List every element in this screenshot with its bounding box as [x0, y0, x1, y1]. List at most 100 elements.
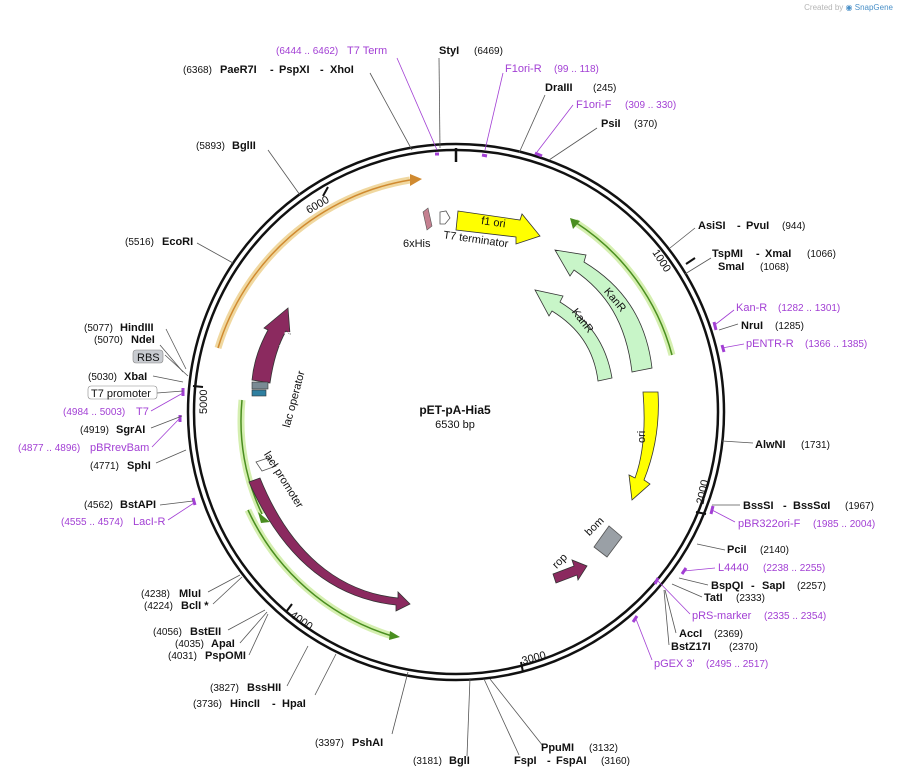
leader-psii [548, 127, 598, 161]
rbs-box [132, 349, 164, 364]
pspomi-pos: (4031) [168, 651, 197, 662]
sphi-pos: (4771) [90, 461, 119, 472]
t7-promoter-box [87, 385, 158, 400]
fspai-name: FspAI [556, 755, 587, 767]
nrui-name: NruI [741, 320, 763, 332]
leader-bglii [267, 149, 301, 196]
orf-green-top-arrowhead [570, 218, 580, 229]
leader-bspqi [678, 577, 709, 586]
laci-r-mark [191, 497, 197, 506]
lac-operator-feature[interactable] [251, 381, 269, 390]
leader-acci [664, 589, 677, 634]
t7-terminator-feature[interactable] [439, 210, 451, 225]
leader-hindiii [165, 328, 187, 370]
ori-label: ori [636, 431, 648, 443]
orf-orange-arc [217, 179, 411, 349]
tick-6000 [322, 186, 329, 197]
pcii-pos: (2140) [760, 545, 789, 556]
ori-feature[interactable] [628, 391, 659, 501]
lac-operator-label: lac operator [281, 369, 308, 429]
l4440-pos: (2238 .. 2255) [763, 563, 825, 574]
leader-pentr [721, 343, 745, 349]
pentr-name: pENTR-R [746, 338, 794, 350]
leader-bsshii [286, 645, 309, 687]
leader-styi [438, 57, 441, 149]
t7-pos: (4984 .. 5003) [63, 407, 125, 418]
tspmi-name: TspMI [712, 248, 743, 260]
smai-name: SmaI [718, 261, 744, 273]
pgex-pos: (2495 .. 2517) [706, 659, 768, 670]
xbai-pos: (5030) [88, 372, 117, 383]
leader-xhoi [369, 72, 413, 151]
leader-t7 [150, 392, 184, 412]
leader-draiii [518, 94, 546, 154]
sgrai-pos: (4919) [80, 425, 109, 436]
psii-pos: (370) [634, 119, 657, 130]
leader-bstapi [159, 500, 194, 506]
draiii-name: DraIII [545, 82, 573, 94]
ppumi-name: PpuMI [541, 742, 574, 754]
laci-promoter-feature[interactable] [255, 457, 277, 472]
leader-pspomi [248, 613, 269, 656]
tati-name: TatI [704, 592, 723, 604]
tati-pos: (2333) [736, 593, 765, 604]
leader-bcli [212, 576, 243, 605]
snapgene-credit: Created by ◉ SnapGene [804, 3, 893, 12]
acci-pos: (2369) [714, 629, 743, 640]
tick-label-2000: 2000 [695, 479, 712, 505]
pshai-pos: (3397) [315, 738, 344, 749]
leader-hincii [314, 653, 337, 696]
rop-feature[interactable] [552, 559, 588, 584]
ndei-pos: (5070) [94, 335, 123, 346]
mlui-name: MluI [179, 588, 201, 600]
pbrrevbam-name: pBRrevBam [90, 442, 149, 454]
bom-feature[interactable] [593, 525, 623, 558]
bsteii-pos: (4056) [153, 627, 182, 638]
bsteii-name: BstEII [190, 626, 221, 638]
xbai-name: XbaI [124, 371, 147, 383]
bstapi-name: BstAPI [120, 499, 156, 511]
protein-a-feature[interactable] [251, 307, 291, 384]
f1orif-pos: (309 .. 330) [625, 100, 676, 111]
bsshii-name: BssHII [247, 682, 281, 694]
f1-ori-label: f1 ori [480, 215, 506, 230]
leader-l4440 [683, 567, 716, 572]
t7-promoter-feature[interactable] [251, 389, 267, 397]
kanr-feature-2[interactable] [534, 289, 613, 382]
hpai-name: HpaI [282, 698, 306, 710]
xmai-name: XmaI [765, 248, 791, 260]
prs-mark [653, 577, 660, 585]
asisi-pos: (944) [782, 221, 805, 232]
nrui-pos: (1285) [775, 321, 804, 332]
pentr-mark [720, 344, 726, 353]
f1-ori-feature[interactable] [455, 210, 541, 245]
sgrai-name: SgrAI [116, 424, 145, 436]
fspi-name: FspI [514, 755, 537, 767]
six-his-label: 6xHis [403, 238, 431, 250]
six-his-feature[interactable] [422, 207, 433, 231]
prs-name: pRS-marker [692, 610, 752, 622]
pgex-name: pGEX 3' [654, 658, 695, 670]
kanr-feature-1[interactable] [554, 249, 653, 373]
leader-tati [671, 583, 703, 598]
alwni-name: AlwNI [755, 439, 786, 451]
bspqi-name: BspQI [711, 580, 743, 592]
leader-alwni [721, 440, 754, 444]
sphi-name: SphI [127, 460, 151, 472]
t7term-name: T7 Term [347, 45, 387, 57]
pspomi-name: PspOMI [205, 650, 246, 662]
ndei-name: NdeI [131, 334, 155, 346]
leader-sphi [155, 449, 187, 464]
xhoi-name: XhoI [330, 64, 354, 76]
bgli-name: BglI [449, 755, 470, 767]
pgex-mark [631, 615, 639, 623]
paer7i-sep2: - [320, 64, 324, 76]
t7-name: T7 [136, 406, 149, 418]
t7term-pos: (6444 .. 6462) [276, 46, 338, 57]
leader-pcii [696, 543, 726, 551]
kanr-primer-pos: (1282 .. 1301) [778, 303, 840, 314]
leader-rbs [164, 354, 189, 377]
laci-feature[interactable] [248, 477, 411, 612]
scale-ticks [192, 148, 707, 673]
